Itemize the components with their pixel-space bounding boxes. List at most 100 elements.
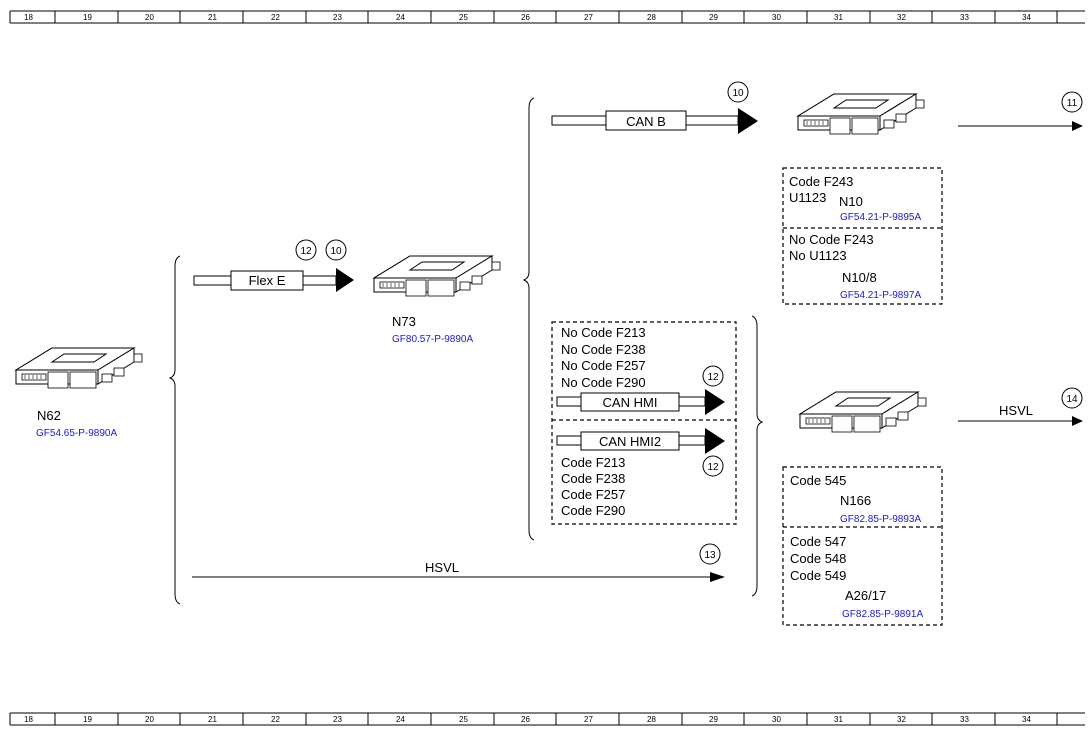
module-n62-name: N62 [37, 408, 61, 423]
ref-circle-label: 10 [732, 88, 744, 99]
module-n166-ref[interactable]: GF82.85-P-9893A [840, 514, 921, 525]
module-a26-17[interactable]: Code 547 Code 548 Code 549 A26/17 GF82.8… [790, 534, 923, 620]
ruler-label: 18 [24, 13, 33, 22]
ref-circle-label: 12 [707, 372, 719, 383]
code-text: No Code F243 [789, 232, 874, 247]
module-n166[interactable]: Code 545 N166 GF82.85-P-9893A [790, 473, 921, 525]
ref-circle[interactable]: 11 [1061, 91, 1083, 113]
bus-can-hmi[interactable]: CAN HMI [556, 389, 725, 415]
bottom-ruler: 18 19 20 21 22 23 24 25 26 27 28 29 30 3… [9, 712, 1085, 726]
bus-can-b-label: CAN B [626, 114, 666, 129]
module-n73-ref[interactable]: GF80.57-P-9890A [392, 334, 473, 345]
code-text: Code F290 [561, 503, 625, 518]
module-n73[interactable]: N73 GF80.57-P-9890A [373, 255, 501, 345]
right-brace [751, 315, 764, 597]
ref-circle-label: 10 [330, 246, 342, 257]
variant-box-n166 [782, 466, 943, 626]
bus-can-b[interactable]: CAN B [551, 108, 758, 134]
bus-can-hmi2-label: CAN HMI2 [599, 434, 661, 449]
ecu-icon [799, 391, 927, 433]
ref-circle[interactable]: 13 [699, 543, 721, 565]
module-a26-17-ref[interactable]: GF82.85-P-9891A [842, 609, 923, 620]
module-n10-ref[interactable]: GF54.21-P-9895A [840, 212, 921, 223]
code-text: No Code F238 [561, 342, 646, 357]
ref-circle-label: 11 [1067, 98, 1078, 109]
ruler-label: 25 [459, 715, 468, 724]
ruler-label: 28 [647, 13, 656, 22]
module-n10-8[interactable]: No Code F243 No U1123 N10/8 GF54.21-P-98… [789, 232, 921, 301]
ruler-label: 20 [145, 715, 154, 724]
ruler-label: 34 [1022, 715, 1031, 724]
left-brace [168, 255, 181, 605]
code-text: Code F213 [561, 455, 625, 470]
middle-brace [522, 97, 535, 541]
module-n10-8-ref[interactable]: GF54.21-P-9897A [840, 290, 921, 301]
module-n62[interactable]: N62 GF54.65-P-9890A [15, 347, 143, 439]
ruler-label: 30 [772, 715, 781, 724]
ref-circle[interactable]: 10 [325, 239, 347, 261]
ruler-label: 28 [647, 715, 656, 724]
code-text: Code 549 [790, 568, 846, 583]
module-n62-ref[interactable]: GF54.65-P-9890A [36, 428, 117, 439]
ruler-label: 22 [271, 715, 280, 724]
bus-can-hmi-label: CAN HMI [603, 395, 658, 410]
code-text: No Code F290 [561, 375, 646, 390]
ref-circle[interactable]: 14 [1061, 387, 1083, 409]
code-text: Code F257 [561, 487, 625, 502]
ruler-label: 34 [1022, 13, 1031, 22]
ruler-label: 32 [897, 13, 906, 22]
code-text: Code F243 [789, 174, 853, 189]
code-text: Code 548 [790, 551, 846, 566]
bus-can-hmi2[interactable]: CAN HMI2 [556, 428, 725, 454]
ruler-label: 27 [584, 715, 593, 724]
code-text: Code 547 [790, 534, 846, 549]
code-text: Code 545 [790, 473, 846, 488]
code-text: No U1123 [789, 248, 847, 263]
ruler-label: 19 [83, 13, 92, 22]
ruler-label: 29 [709, 715, 718, 724]
ecu-icon [15, 347, 143, 389]
ruler-label: 29 [709, 13, 718, 22]
ruler-label: 27 [584, 13, 593, 22]
ruler-label: 24 [396, 715, 405, 724]
top-ruler: 18 19 20 21 22 23 24 25 26 27 28 29 30 3… [9, 10, 1085, 24]
code-text: Code F238 [561, 471, 625, 486]
module-n10[interactable]: Code F243 U1123 N10 GF54.21-P-9895A [789, 174, 921, 223]
ref-circle-label: 12 [300, 246, 312, 257]
ruler-label: 23 [333, 715, 342, 724]
bus-flex-e-label: Flex E [249, 273, 286, 288]
ecu-icon [373, 255, 501, 297]
ruler-label: 23 [333, 13, 342, 22]
code-text: U1123 [789, 190, 826, 205]
module-n10-name: N10 [839, 194, 863, 209]
ruler-label: 21 [208, 715, 217, 724]
ecu-icon [797, 93, 925, 135]
arrowhead [1072, 121, 1083, 131]
ruler-label: 20 [145, 13, 154, 22]
ref-circle[interactable]: 12 [295, 239, 317, 261]
module-n10-8-name: N10/8 [842, 270, 877, 285]
bus-hsvl-right[interactable]: HSVL [958, 403, 1083, 426]
ref-circle[interactable]: 12 [702, 365, 724, 387]
variant-box-n10 [782, 167, 943, 305]
code-text: No Code F257 [561, 358, 646, 373]
hmi-variant-box [551, 321, 737, 525]
ruler-label: 31 [834, 715, 843, 724]
bus-hsvl-bottom[interactable]: HSVL [192, 560, 725, 582]
ref-circle-label: 12 [707, 462, 719, 473]
bus-hsvl-label: HSVL [425, 560, 459, 575]
bus-flex-e[interactable]: Flex E [193, 268, 354, 292]
ruler-label: 18 [24, 715, 33, 724]
module-a26-17-name: A26/17 [845, 588, 886, 603]
ruler-label: 26 [521, 715, 530, 724]
module-n166-name: N166 [840, 493, 871, 508]
ruler-label: 31 [834, 13, 843, 22]
ruler-label: 25 [459, 13, 468, 22]
ruler-label: 19 [83, 715, 92, 724]
ruler-label: 21 [208, 13, 217, 22]
ref-circle[interactable]: 12 [702, 455, 724, 477]
ref-circle[interactable]: 10 [727, 81, 749, 103]
module-n73-name: N73 [392, 314, 416, 329]
ruler-label: 24 [396, 13, 405, 22]
